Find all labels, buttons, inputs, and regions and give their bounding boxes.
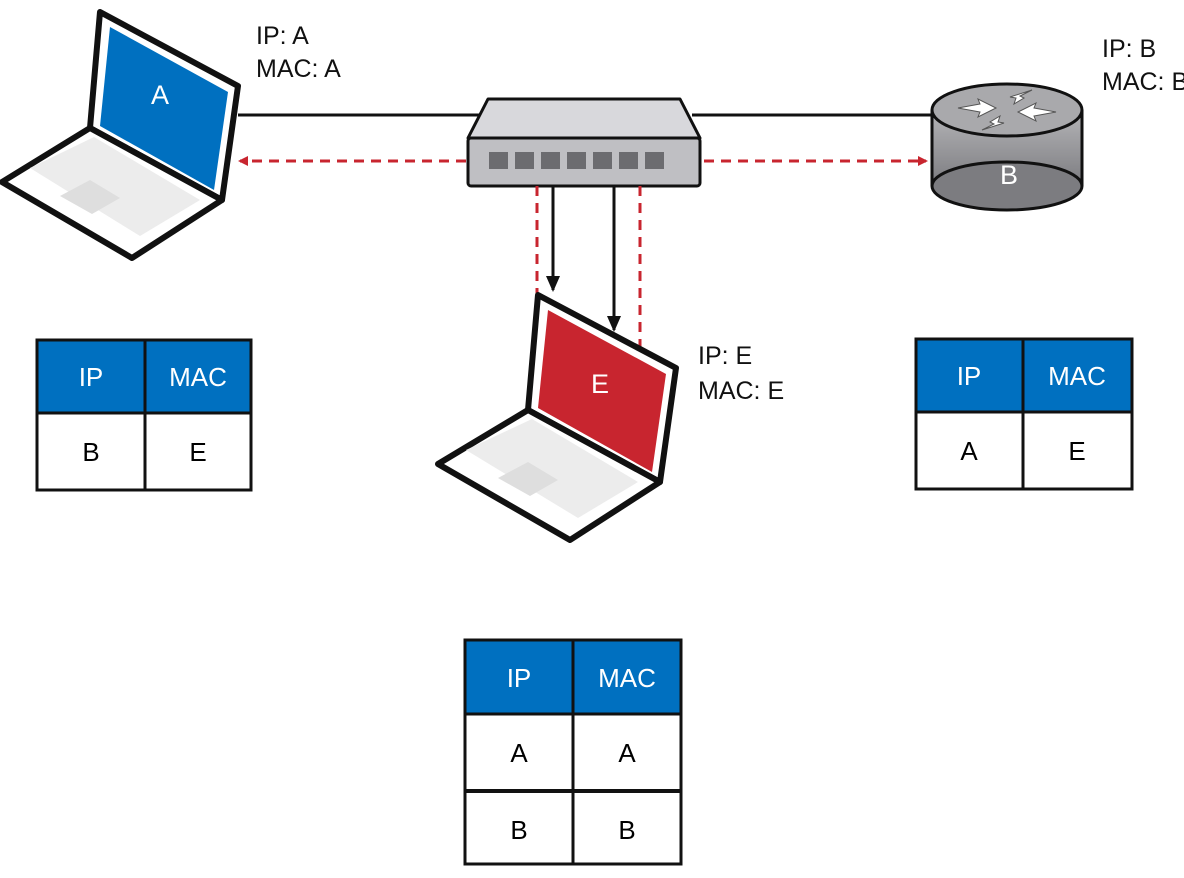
table-e-row2-ip: B — [510, 815, 527, 845]
table-e-row1-mac: A — [618, 738, 636, 768]
host-a-ip-label: IP: A — [256, 22, 309, 50]
network-switch-icon — [466, 97, 702, 188]
table-e-row2-mac: B — [618, 815, 635, 845]
laptop-a-screen-label: A — [151, 80, 169, 110]
table-e-header-mac: MAC — [598, 663, 656, 693]
router-b-icon: B — [930, 82, 1084, 212]
table-e-row1-ip: A — [510, 738, 528, 768]
table-b-row1-mac: E — [1068, 436, 1085, 466]
laptop-e-screen-label: E — [591, 369, 609, 399]
host-a-mac-label: MAC: A — [256, 55, 341, 83]
table-a-row1-ip: B — [82, 437, 99, 467]
table-b-header-mac: MAC — [1048, 361, 1106, 391]
router-b-ip-label: IP: B — [1102, 35, 1156, 63]
table-b-row1-ip: A — [960, 436, 978, 466]
table-a-header-ip: IP — [79, 362, 104, 392]
arp-table-attacker-e: IP MAC A A B B — [463, 638, 683, 866]
attacker-e-ip-label: IP: E — [698, 342, 752, 370]
router-b-body-label: B — [1000, 160, 1018, 190]
table-a-header-mac: MAC — [169, 362, 227, 392]
arp-table-host-a: IP MAC B E — [35, 338, 253, 492]
table-a-row1-mac: E — [189, 437, 206, 467]
attacker-e-mac-label: MAC: E — [698, 377, 784, 405]
laptop-e-icon: E — [435, 292, 679, 543]
laptop-a-icon: A — [0, 9, 241, 261]
router-b-mac-label: MAC: B — [1102, 68, 1184, 96]
arp-table-router-b: IP MAC A E — [914, 337, 1134, 491]
table-e-header-ip: IP — [507, 663, 532, 693]
table-b-header-ip: IP — [957, 361, 982, 391]
